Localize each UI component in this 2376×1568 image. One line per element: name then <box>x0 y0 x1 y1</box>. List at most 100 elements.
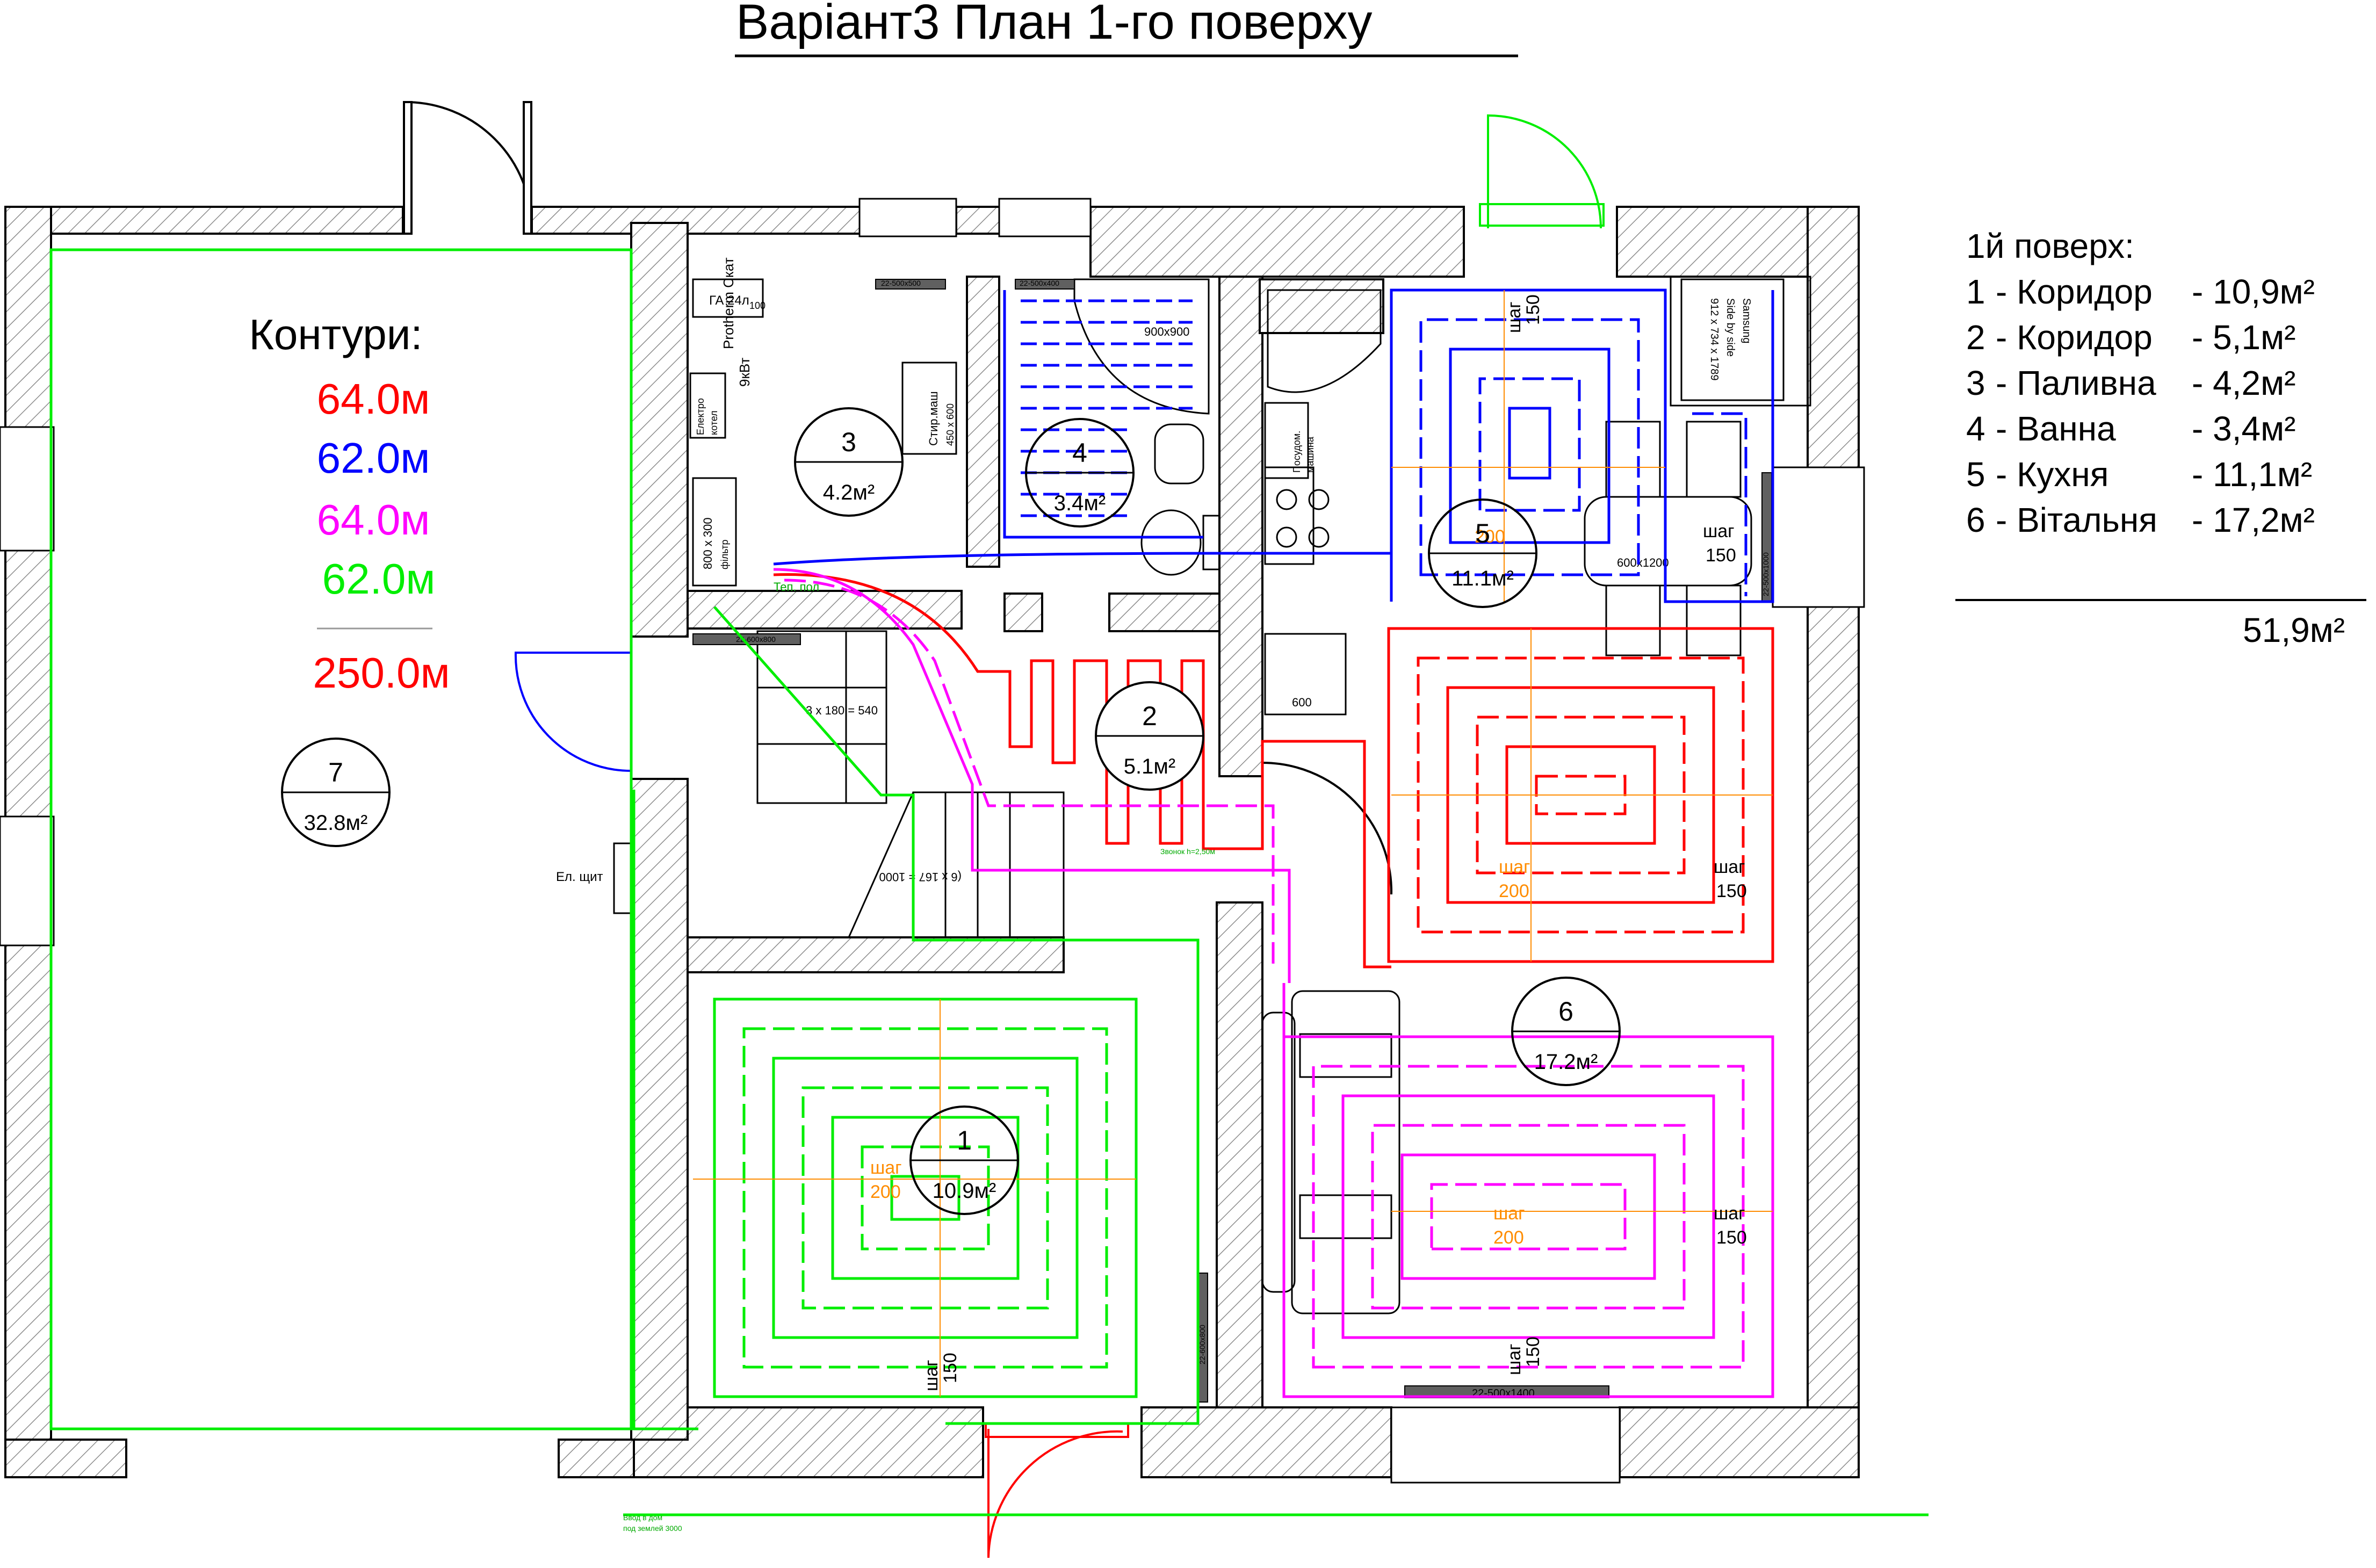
washing-machine <box>901 362 957 455</box>
legend-row-4: 4 - Ванна - 3,4м² <box>1966 409 2295 448</box>
wall-int-bath-kitchen <box>1218 276 1263 777</box>
svg-text:150: 150 <box>1523 1336 1543 1367</box>
sink <box>1154 423 1204 485</box>
water-filter <box>692 477 737 587</box>
windows <box>0 198 1865 1484</box>
wall-bottom-mid <box>633 1406 984 1478</box>
wall-int-boiler-bath <box>966 276 1000 568</box>
door-main-frame <box>985 1422 1129 1438</box>
contours-list: Контури: 64.0м 62.0м 64.0м 62.0м 250.0м <box>249 310 450 697</box>
legend-row-6: 6 - Вітальня - 17,2м² <box>1966 501 2315 539</box>
electric-boiler <box>689 372 726 439</box>
radiator-2 <box>1015 279 1075 290</box>
fridge-outline <box>1670 276 1811 407</box>
svg-text:4: 4 <box>1072 438 1087 468</box>
door-leaf-1 <box>403 101 413 235</box>
svg-text:3: 3 <box>841 427 856 457</box>
svg-text:- 10,9м²: - 10,9м² <box>2192 272 2315 311</box>
wall-right <box>1807 206 1860 1478</box>
svg-text:шаг: шаг <box>1714 857 1745 877</box>
svg-text:Samsung: Samsung <box>1741 298 1752 344</box>
svg-text:6: 6 <box>1558 996 1573 1027</box>
heating-loop-green <box>49 248 1929 1516</box>
chair-2 <box>1686 421 1742 498</box>
svg-text:17.2м²: 17.2м² <box>1534 1050 1598 1074</box>
svg-text:- 11,1м²: - 11,1м² <box>2192 455 2312 494</box>
radiators <box>692 279 1772 1403</box>
svg-text:- Кухня: - Кухня <box>1996 455 2108 494</box>
svg-text:5: 5 <box>1966 455 1985 494</box>
door-garage-top <box>405 100 533 234</box>
svg-text:шаг: шаг <box>1504 301 1525 333</box>
room-marker-3: 3 4.2м² <box>794 407 904 517</box>
door-corridor-living <box>1262 762 1393 895</box>
svg-text:шаг: шаг <box>1703 521 1735 541</box>
stairs-dim-upper: 3 х 180 = 540 <box>806 704 878 717</box>
contours-total: 250.0м <box>313 649 450 697</box>
svg-text:6: 6 <box>1966 501 1985 539</box>
svg-text:200: 200 <box>1493 1227 1524 1248</box>
svg-text:150: 150 <box>940 1353 960 1383</box>
svg-text:22-600х800: 22-600х800 <box>1198 1325 1207 1364</box>
svg-text:шаг: шаг <box>921 1360 942 1391</box>
svg-text:фільтр: фільтр <box>719 539 730 569</box>
svg-text:Side by side: Side by side <box>1724 298 1736 357</box>
svg-text:10.9м²: 10.9м² <box>933 1179 996 1203</box>
heating-loop-magenta <box>773 568 1774 1398</box>
svg-text:ГА 24л: ГА 24л <box>709 293 749 308</box>
contour-blue-length: 62.0м <box>317 434 430 482</box>
legend-heading: 1й поверх: <box>1966 227 2134 265</box>
title-block: Варіант3 План 1-го поверху <box>735 0 1518 57</box>
svg-text:150: 150 <box>1523 294 1543 325</box>
door-kitchen-frame <box>1479 203 1605 227</box>
green-garage-feed <box>49 248 633 1430</box>
svg-text:800 х 300: 800 х 300 <box>701 517 714 569</box>
window-left-2 <box>0 815 55 946</box>
svg-text:7: 7 <box>328 757 343 787</box>
wall-int-corridor-living <box>1216 901 1263 1408</box>
contours-heading: Контури: <box>249 310 422 358</box>
svg-text:шаг: шаг <box>870 1158 902 1178</box>
oven <box>1264 633 1347 716</box>
svg-text:шаг: шаг <box>1499 857 1530 877</box>
svg-text:912 x 734 x 1789: 912 x 734 x 1789 <box>1708 298 1720 380</box>
window-top-1 <box>858 198 957 237</box>
wall-int-stub-2 <box>1108 592 1223 632</box>
room-marker-6: 6 17.2м² <box>1511 977 1621 1086</box>
contour-red-length: 64.0м <box>317 375 430 423</box>
contour-green-length: 62.0м <box>322 555 436 603</box>
room-markers: 1 10.9м² 2 5.1м² 3 4.2м² 4 3.4м² 5 11.1м… <box>281 407 1621 1215</box>
svg-text:Теп. пол: Теп. пол <box>774 580 819 594</box>
stove <box>1264 466 1315 565</box>
svg-text:150: 150 <box>1706 545 1736 566</box>
wall-int-stair-bottom <box>687 936 1065 973</box>
wall-int-stub-1 <box>1003 592 1043 632</box>
window-bottom <box>1390 1406 1621 1484</box>
room-marker-2: 2 5.1м² <box>1095 681 1204 791</box>
svg-text:котел: котел <box>709 410 719 435</box>
contour-magenta-length: 64.0м <box>317 496 430 544</box>
wall-bottom-right-1 <box>1140 1406 1392 1478</box>
svg-text:100: 100 <box>749 300 765 311</box>
wall-bottom-right-2 <box>1619 1406 1860 1478</box>
wall-int-garage-bottom <box>630 778 689 1441</box>
svg-text:4.2м²: 4.2м² <box>823 481 875 504</box>
dishwasher <box>1264 402 1309 479</box>
svg-text:200: 200 <box>870 1182 901 1202</box>
svg-text:5.1м²: 5.1м² <box>1124 755 1175 778</box>
step-labels: шаг 200 шаг 150 шаг 200 шаг 150 шаг 200 … <box>870 294 1747 1391</box>
misc-labels: Ел. щит Теп. пол Ввод в дом под землей 3… <box>556 580 1215 1533</box>
wall-top-mid-right <box>1089 206 1465 278</box>
svg-text:под землей 3000: под землей 3000 <box>623 1524 682 1533</box>
fridge <box>1680 278 1785 401</box>
heating-loop-red <box>773 573 1774 969</box>
room-marker-5: 5 11.1м² <box>1428 498 1537 608</box>
wall-int-kitchen-top <box>1259 278 1384 334</box>
legend-row-3: 3 - Паливна - 4,2м² <box>1966 364 2295 402</box>
svg-text:Електро: Електро <box>695 398 706 435</box>
legend-row-2: 2 - Коридор - 5,1м² <box>1966 318 2295 357</box>
legend-row-5: 5 - Кухня - 11,1м² <box>1966 455 2312 494</box>
svg-text:- 3,4м²: - 3,4м² <box>2192 409 2295 448</box>
radiator-1 <box>875 279 946 290</box>
el-shield-label: Ел. щит <box>556 870 603 884</box>
